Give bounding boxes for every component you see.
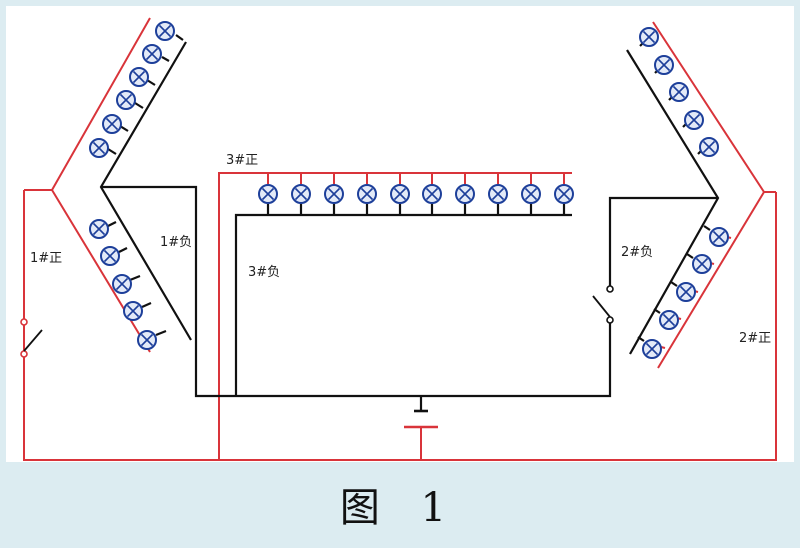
label-1-negative: 1#负 [160,235,192,250]
lamp-icon [669,82,689,102]
lamp-icon [422,184,442,204]
lamp-icon [357,184,377,204]
negative-wiring [99,34,720,411]
lamp-icon [291,184,311,204]
lamp-icon [554,184,574,204]
lamp-icon [676,282,696,302]
lamp-icon [390,184,410,204]
lamp-icon [100,246,120,266]
lamp-icon [659,310,679,330]
lamp-icon [642,339,662,359]
lamp-group-1-upper [89,21,175,158]
lamp-icon [112,274,132,294]
battery-icon [404,409,438,429]
lamp-icon [123,301,143,321]
lamp-icon [521,184,541,204]
switch-icon [592,285,614,324]
diagram-panel: 1#正 1#负 3#正 3#负 2#负 2#正 [6,6,794,462]
figure-caption: 图 1 [339,485,461,531]
lamp-group-1-lower [89,219,157,350]
lamp-icon [639,27,659,47]
switch-icon [20,190,43,460]
lamp-icon [324,184,344,204]
lamp-icon [488,184,508,204]
lamp-icon [699,137,719,157]
lamp-icon [258,184,278,204]
label-2-negative: 2#负 [621,245,653,260]
lamp-icon [89,138,109,158]
lamp-icon [709,227,729,247]
lamp-icon [455,184,475,204]
label-3-positive: 3#正 [226,153,258,168]
lamp-icon [89,219,109,239]
label-1-positive: 1#正 [30,251,62,266]
lamp-icon [142,44,162,64]
lamp-icon [692,254,712,274]
lamp-icon [684,110,704,130]
lamp-icon [155,21,175,41]
lamp-icon [116,90,136,110]
label-2-positive: 2#正 [739,331,771,346]
lamp-icon [137,330,157,350]
label-3-negative: 3#负 [248,265,280,280]
circuit-diagram: 1#正 1#负 3#正 3#负 2#负 2#正 [20,17,777,461]
lamp-group-3 [258,184,574,204]
lamp-icon [654,55,674,75]
lamp-icon [129,67,149,87]
lamp-icon [102,114,122,134]
lamp-group-2-lower [642,227,729,359]
